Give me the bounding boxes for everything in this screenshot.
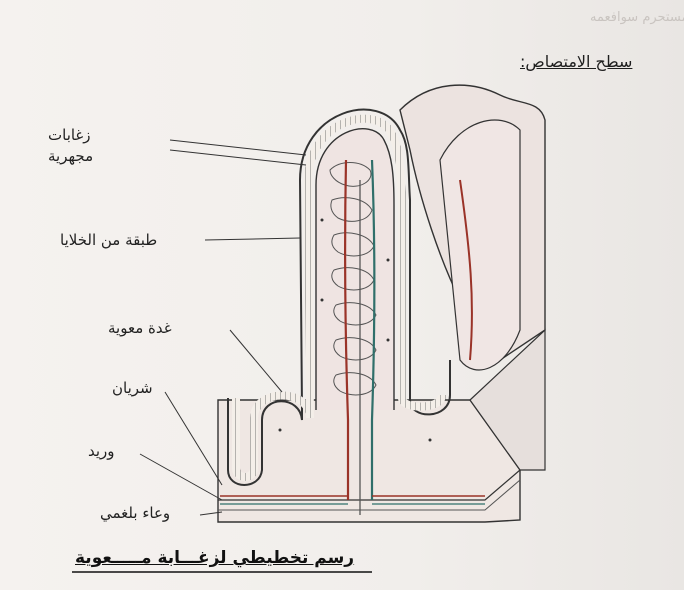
diagram-caption: رسم تخطيطي لزغـــابة مـــــعوية xyxy=(75,548,354,568)
villus-inner xyxy=(316,129,394,410)
back-villus-2 xyxy=(440,120,520,370)
label-microvilli-2: مجهرية xyxy=(48,148,93,165)
label-microvilli-1: زغابات xyxy=(48,127,91,144)
label-vein: وريد xyxy=(88,443,115,460)
label-intestinal-gland: غدة معوية xyxy=(108,320,172,337)
label-cell-layer: طبقة من الخلايا xyxy=(60,232,157,249)
label-artery: شريان xyxy=(112,380,153,397)
label-lymph-vessel: وعاء بلغمي xyxy=(100,505,170,522)
